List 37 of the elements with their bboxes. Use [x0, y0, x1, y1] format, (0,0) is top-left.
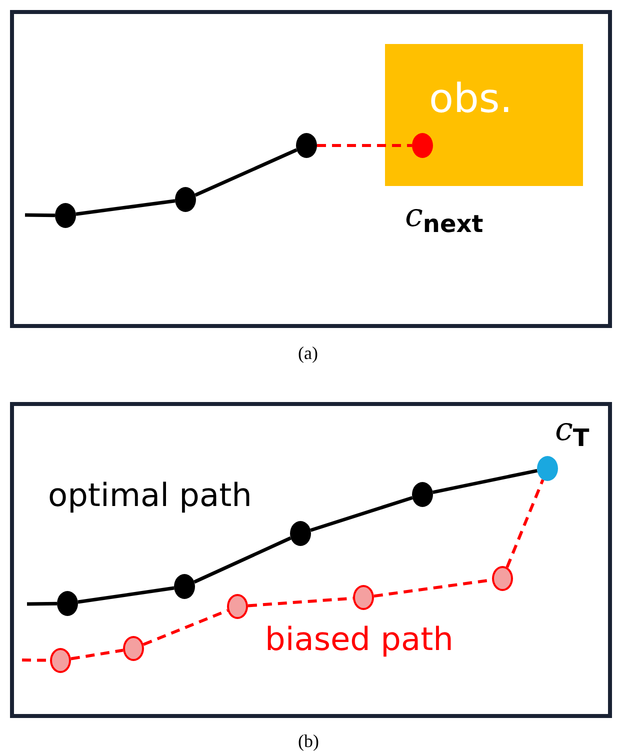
- dashed-path-line: [70, 648, 124, 660]
- waypoint-dot: [492, 566, 513, 591]
- waypoint-dot: [353, 585, 374, 610]
- waypoint-dot: [227, 594, 248, 619]
- path-line: [194, 536, 292, 584]
- dashed-path-line: [317, 144, 412, 147]
- waypoint-dot: [55, 203, 76, 228]
- point-label: c$_{next}$: [405, 196, 484, 238]
- obstacle-label: obs.: [429, 76, 512, 122]
- panel-caption: (a): [298, 343, 318, 364]
- waypoint-dot: [296, 133, 317, 158]
- panel-frame: [10, 10, 612, 328]
- point-label: c$_{T}$: [555, 410, 590, 452]
- dashed-path-line: [506, 479, 544, 568]
- path-line: [194, 148, 298, 197]
- waypoint-dot: [412, 133, 433, 158]
- path-line: [310, 496, 413, 532]
- waypoint-dot: [175, 187, 196, 212]
- path-line: [24, 213, 56, 218]
- waypoint-dot: [57, 591, 78, 616]
- path-label: biased path: [265, 620, 454, 658]
- path-line: [78, 586, 174, 604]
- waypoint-dot: [174, 574, 195, 599]
- panel-frame: [10, 402, 612, 718]
- waypoint-dot: [50, 648, 71, 673]
- path-line: [26, 602, 58, 606]
- waypoint-dot: [123, 636, 144, 661]
- path-label: optimal path: [48, 476, 252, 514]
- dashed-path-line: [248, 596, 354, 608]
- dashed-path-line: [142, 609, 228, 646]
- waypoint-dot: [537, 456, 558, 481]
- waypoint-dot: [412, 482, 433, 507]
- panel-caption: (b): [298, 731, 319, 752]
- obstacle-block: [385, 44, 583, 186]
- waypoint-dot: [290, 521, 311, 546]
- path-line: [76, 199, 176, 216]
- path-line: [432, 468, 538, 494]
